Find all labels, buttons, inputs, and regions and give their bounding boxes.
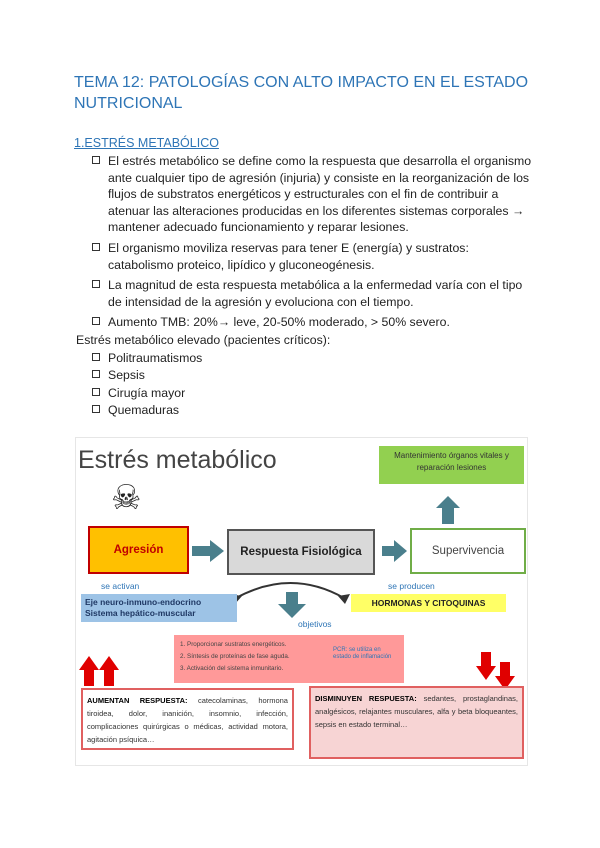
curved-arrow-head-icon bbox=[338, 594, 350, 604]
checkbox-icon bbox=[92, 317, 100, 326]
list-item: Quemaduras bbox=[92, 402, 202, 419]
pcr-note: PCR: se utiliza en estado de inflamación bbox=[333, 647, 392, 660]
right-arrow-icon bbox=[382, 540, 407, 562]
list-item: Cirugía mayor bbox=[92, 385, 202, 402]
list-item: Sepsis bbox=[92, 367, 202, 384]
critical-subtitle: Estrés metabólico elevado (pacientes crí… bbox=[76, 333, 331, 347]
checkbox-icon bbox=[92, 280, 100, 289]
checkbox-icon bbox=[92, 370, 100, 379]
checkbox-icon bbox=[92, 156, 100, 164]
aggression-box: Agresión bbox=[88, 526, 189, 574]
stress-diagram: Estrés metabólico ☠ Mantenimiento órgano… bbox=[75, 437, 528, 766]
axis-box: Eje neuro-inmuno-endocrino Sistema hepát… bbox=[81, 594, 237, 622]
list-item: Politraumatismos bbox=[92, 350, 202, 367]
produce-label: se producen bbox=[388, 581, 435, 591]
objectives-box: 1. Proporcionar sustratos energéticos. 2… bbox=[174, 635, 404, 683]
bullet-item: El estrés metabólico se define como la r… bbox=[92, 153, 532, 236]
down-arrow-icon bbox=[278, 592, 306, 618]
skull-icon: ☠ bbox=[111, 479, 142, 517]
down-red-arrow-icon bbox=[495, 662, 515, 690]
increase-box: AUMENTAN RESPUESTA: catecolaminas, hormo… bbox=[81, 688, 294, 750]
decrease-box: DISMINUYEN RESPUESTA: sedantes, prostagl… bbox=[309, 686, 524, 759]
survival-box: Supervivencia bbox=[410, 528, 526, 574]
right-arrow-icon bbox=[192, 540, 224, 562]
diagram-title: Estrés metabólico bbox=[78, 446, 277, 474]
bullet-item: La magnitud de esta respuesta metabólica… bbox=[92, 277, 532, 310]
response-box: Respuesta Fisiológica bbox=[227, 529, 375, 575]
hormones-box: HORMONAS Y CITOQUINAS bbox=[351, 594, 506, 612]
checkbox-icon bbox=[92, 387, 100, 396]
checkbox-icon bbox=[92, 353, 100, 361]
up-red-arrow-icon bbox=[79, 656, 99, 686]
definition-list: El estrés metabólico se define como la r… bbox=[92, 153, 532, 335]
curved-arrow-icon bbox=[235, 582, 345, 599]
maintenance-box: Mantenimiento órganos vitales y reparaci… bbox=[379, 446, 524, 484]
objectives-label: objetivos bbox=[298, 619, 332, 629]
section-heading: 1.ESTRÉS METABÓLICO bbox=[74, 136, 219, 150]
checkbox-icon bbox=[92, 242, 100, 251]
bullet-item: El organismo moviliza reservas para tene… bbox=[92, 240, 532, 273]
checkbox-icon bbox=[92, 404, 100, 413]
page-title: TEMA 12: PATOLOGÍAS CON ALTO IMPACTO EN … bbox=[74, 74, 529, 112]
activate-label: se activan bbox=[101, 581, 140, 591]
up-arrow-icon bbox=[436, 496, 460, 524]
critical-list: Politraumatismos Sepsis Cirugía mayor Qu… bbox=[92, 350, 202, 419]
down-red-arrow-icon bbox=[476, 652, 496, 680]
up-red-arrow-icon bbox=[99, 656, 119, 686]
bullet-item: Aumento TMB: 20%→ leve, 20-50% moderado,… bbox=[92, 314, 532, 331]
